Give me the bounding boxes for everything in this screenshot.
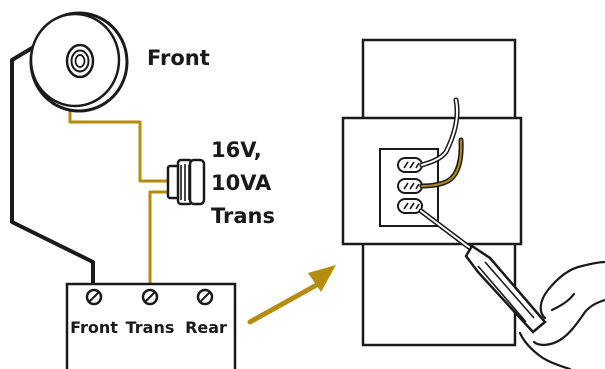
- transformer-label-line-2: 10VA: [211, 171, 272, 195]
- terminal-label-rear: Rear: [185, 318, 227, 337]
- wire-gold-transformer-to-trans: [148, 190, 170, 298]
- transformer-label-line-1: 16V,: [211, 138, 262, 162]
- chime-housing: [65, 282, 237, 369]
- wire-black-button-to-front: [10, 43, 95, 300]
- transformer-label-line-3: Trans: [211, 204, 275, 228]
- closeup-screw-trans-icon: [397, 178, 423, 194]
- terminal-label-trans: Trans: [126, 318, 175, 337]
- closeup-wall-plate: [341, 38, 523, 347]
- detail-arrow-icon: [247, 265, 336, 325]
- screw-rear-icon: [196, 288, 214, 306]
- wire-gold-button-to-transformer: [68, 108, 170, 183]
- terminal-label-front: Front: [70, 318, 118, 337]
- hand-icon: [518, 260, 605, 369]
- doorbell-button-icon: [29, 11, 129, 113]
- closeup-screw-rear-icon: [397, 198, 423, 214]
- screw-front-icon: [85, 288, 103, 306]
- closeup-screw-front-icon: [397, 157, 423, 173]
- button-label: Front: [147, 46, 210, 70]
- screwdriver-icon: [418, 208, 547, 334]
- screw-trans-icon: [141, 288, 159, 306]
- transformer-icon: [166, 158, 206, 206]
